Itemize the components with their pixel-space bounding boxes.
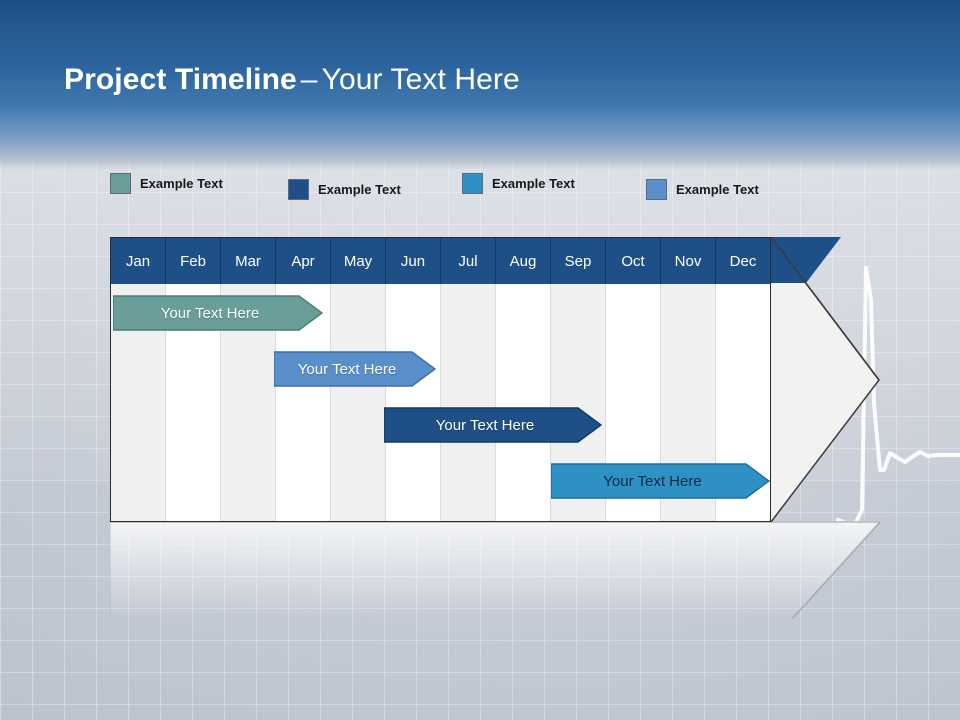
legend-swatch-4 — [646, 179, 667, 200]
month-cell-sep[interactable]: Sep — [551, 238, 606, 284]
task-bar-shape-4 — [551, 463, 770, 499]
legend-label-4: Example Text — [676, 182, 759, 197]
legend-item-2[interactable]: Example Text — [288, 179, 401, 200]
timeline-column-jul — [441, 284, 496, 521]
task-bar-shape-2 — [274, 351, 436, 387]
task-bar-label-1: Your Text Here — [160, 304, 260, 322]
month-cell-jan[interactable]: Jan — [111, 238, 166, 284]
legend-label-1: Example Text — [140, 176, 223, 191]
month-cell-nov[interactable]: Nov — [661, 238, 716, 284]
timeline-column-aug — [496, 284, 551, 521]
timeline-column-may — [331, 284, 386, 521]
page-title-dash: – — [300, 63, 318, 96]
legend: Example Text Example Text Example Text Exam… — [0, 165, 960, 205]
month-cell-jul[interactable]: Jul — [441, 238, 496, 284]
month-cell-aug[interactable]: Aug — [496, 238, 551, 284]
task-bar-shape-3 — [384, 407, 602, 443]
legend-swatch-2 — [288, 179, 309, 200]
month-cell-jun[interactable]: Jun — [386, 238, 441, 284]
task-bar-label-4: Your Text Here — [603, 472, 702, 490]
task-bar-3[interactable]: Your Text Here — [384, 407, 602, 443]
task-bar-shape-1 — [113, 295, 323, 331]
legend-swatch-1 — [110, 173, 131, 194]
task-bar-2[interactable]: Your Text Here — [274, 351, 436, 387]
page-title-light: Your Text Here — [321, 63, 520, 96]
legend-swatch-3 — [462, 173, 483, 194]
legend-item-1[interactable]: Example Text — [110, 173, 223, 194]
month-cell-mar[interactable]: Mar — [221, 238, 276, 284]
page-title-strong: Project Timeline — [64, 63, 297, 96]
legend-label-2: Example Text — [318, 182, 401, 197]
legend-item-4[interactable]: Example Text — [646, 179, 759, 200]
legend-label-3: Example Text — [492, 176, 575, 191]
task-bar-label-2: Your Text Here — [297, 360, 397, 378]
legend-item-3[interactable]: Example Text — [462, 173, 575, 194]
month-cell-apr[interactable]: Apr — [276, 238, 331, 284]
month-cell-dec[interactable]: Dec — [729, 252, 757, 270]
page-title: Project Timeline–Your Text Here — [64, 60, 520, 100]
header-band — [0, 0, 960, 170]
month-cell-feb[interactable]: Feb — [166, 238, 221, 284]
month-cell-oct[interactable]: Oct — [606, 238, 661, 284]
task-bar-label-3: Your Text Here — [435, 416, 535, 434]
timeline-column-jun — [386, 284, 441, 521]
task-bar-4[interactable]: Your Text Here — [551, 463, 770, 499]
task-bar-1[interactable]: Your Text Here — [113, 295, 323, 331]
timeline-body-row — [111, 284, 770, 521]
month-cell-may[interactable]: May — [331, 238, 386, 284]
